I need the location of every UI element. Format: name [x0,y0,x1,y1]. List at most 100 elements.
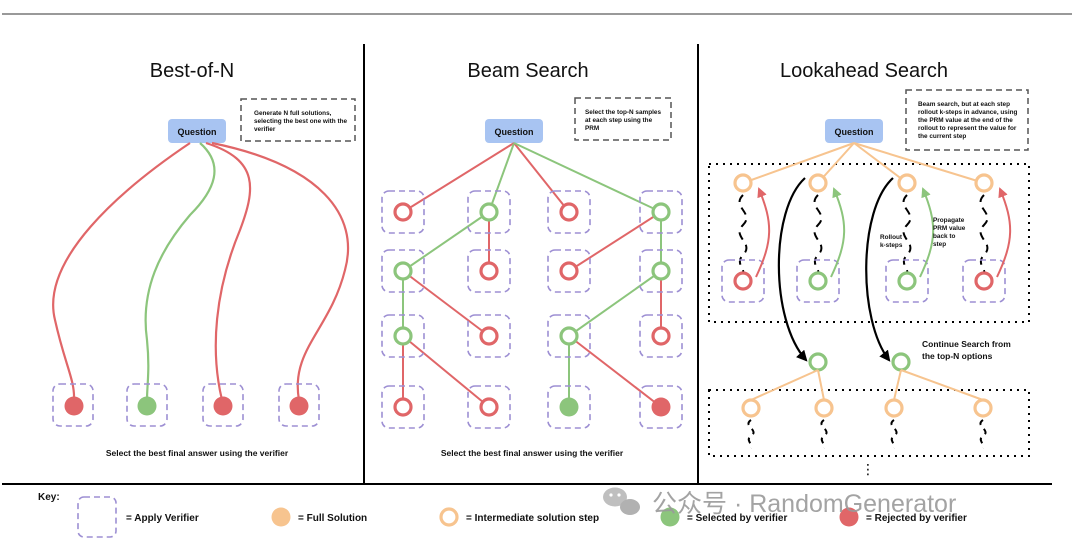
rollout-label: Rollout k-steps [880,234,904,249]
step-node-selected [651,202,671,222]
beam-edge [568,211,662,272]
svg-text:Question: Question [834,127,873,137]
solution-path-selected [144,142,216,401]
solution-path-rejected [211,141,350,401]
rollout-end-selected [897,271,917,291]
verifier-box [202,383,244,427]
panel-beam-search: Beam Search Select the top-N samples at … [381,60,683,458]
intermediate-step-node [808,173,828,193]
note-box [905,89,1029,151]
key-label: = Rejected by verifier [866,513,967,524]
beam-edge [488,142,515,213]
verifier-box [639,249,683,293]
final-answer-rejected [64,396,84,416]
selected-step-node [891,352,911,372]
final-answer-rejected [651,397,671,417]
step-node-rejected [393,202,413,222]
verifier-box [547,385,591,429]
verifier-box [962,259,1006,303]
ellipsis: ⋮ [861,462,875,478]
propagate-label: Propagate PRM value back to step [933,217,967,248]
continue-arrow [865,177,894,362]
rollout-path [902,194,912,274]
step-node-rejected [479,261,499,281]
full-solution-key-icon [271,507,291,527]
panel-title: Best-of-N [150,60,234,82]
verifier-box [639,385,683,429]
question-box: Question [168,119,226,143]
solution-path-rejected [52,142,191,401]
verifier-box [467,314,511,358]
note-text: Generate N full solutions, selecting the… [254,110,349,133]
panel-caption: Select the best final answer using the v… [106,448,289,458]
verifier-box [547,249,591,293]
step-node-selected [393,326,413,346]
panel-title: Lookahead Search [780,60,948,82]
verifier-box [721,259,765,303]
solution-path-rejected [205,141,252,401]
beam-edge [402,270,490,337]
propagate-arrow [996,187,1012,278]
note-box [240,98,356,142]
note-text: Select the top-N samples at each step us… [585,109,663,132]
verifier-box [381,190,425,234]
lookahead-edge [742,142,855,184]
beam-edge [513,142,662,213]
lookahead-edge [817,369,825,401]
verifier-box [639,314,683,358]
rollout-path [979,194,989,274]
rollout-end-selected [808,271,828,291]
final-answer-rejected [213,396,233,416]
rejected-key-icon [839,507,859,527]
intermediate-step-node [884,398,904,418]
rollout-container [708,163,1030,323]
final-answer-selected [137,396,157,416]
verifier-box [381,385,425,429]
final-answer-selected [559,397,579,417]
panel-best-of-n: Best-of-N Generate N full solutions, sel… [52,60,356,458]
verifier-box [278,383,320,427]
beam-edge [568,270,662,337]
selected-key-icon [660,507,680,527]
step-node-selected [393,261,413,281]
svg-text:Question: Question [177,127,216,137]
intermediate-step-node [897,173,917,193]
next-step-container [708,389,1030,457]
verifier-box [381,249,425,293]
step-node-selected [559,326,579,346]
verifier-box [467,385,511,429]
legend: Key: = Apply Verifier = Full Solution = … [38,492,967,538]
watermark: 公众号 · RandomGenerator [603,487,956,518]
verifier-box [126,383,168,427]
lookahead-edge [893,369,902,401]
key-label: = Apply Verifier [126,513,199,524]
step-node-rejected [559,202,579,222]
propagate-arrow [755,187,771,278]
key-label: = Full Solution [298,513,367,524]
note-box [574,97,672,141]
step-node-rejected [479,397,499,417]
panel-title: Beam Search [467,60,588,82]
panel-caption: Select the best final answer using the v… [441,448,624,458]
lookahead-edge [853,142,985,184]
lookahead-edge [750,369,819,401]
question-box: Question [485,119,543,143]
step-node-rejected [559,261,579,281]
key-label: = Selected by verifier [687,513,787,524]
beam-edge [402,211,490,272]
intermediate-step-node [814,398,834,418]
verifier-box [52,383,94,427]
apply-verifier-key-icon [77,496,117,538]
beam-edge [402,142,515,213]
panel-lookahead-search: Lookahead Search Beam search, but at eac… [708,60,1030,478]
final-answer-rejected [289,396,309,416]
lookahead-edge [853,142,908,184]
verifier-box [381,314,425,358]
verifier-box [547,190,591,234]
key-title: Key: [38,492,60,503]
step-node-rejected [651,326,671,346]
lookahead-edge [900,369,984,401]
verifier-box [796,259,840,303]
step-node-selected [651,261,671,281]
